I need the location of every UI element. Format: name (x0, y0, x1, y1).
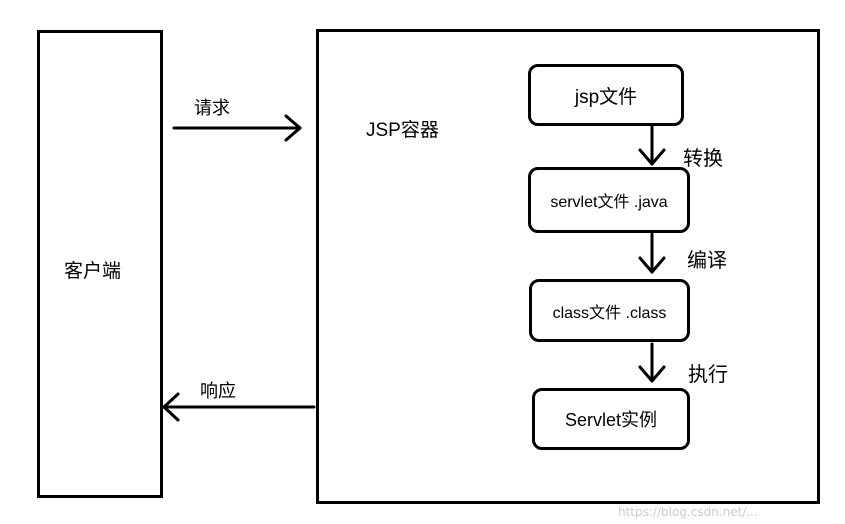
servlet-instance-node: Servlet实例 (532, 388, 690, 450)
class-file-node: class文件 .class (529, 279, 690, 342)
response-arrow (162, 392, 316, 422)
convert-arrow (638, 124, 666, 166)
container-label: JSP容器 (366, 120, 439, 141)
jsp-file-node: jsp文件 (528, 64, 684, 126)
execute-label: 执行 (688, 364, 728, 386)
request-label: 请求 (194, 98, 230, 118)
execute-arrow (638, 342, 666, 383)
response-label: 响应 (200, 381, 236, 401)
servlet-instance-label: Servlet实例 (564, 410, 658, 430)
servlet-file-label: servlet文件 .java (550, 194, 668, 211)
class-file-label: class文件 .class (552, 304, 667, 322)
compile-label: 编译 (687, 250, 727, 272)
client-box (37, 30, 163, 498)
client-label: 客户端 (64, 261, 122, 282)
watermark: https://blog.csdn.net/... (618, 505, 758, 519)
compile-arrow (638, 232, 666, 274)
convert-label: 转换 (683, 148, 723, 170)
jsp-file-label: jsp文件 (574, 86, 638, 108)
servlet-file-node: servlet文件 .java (528, 167, 690, 233)
request-arrow (172, 114, 302, 142)
